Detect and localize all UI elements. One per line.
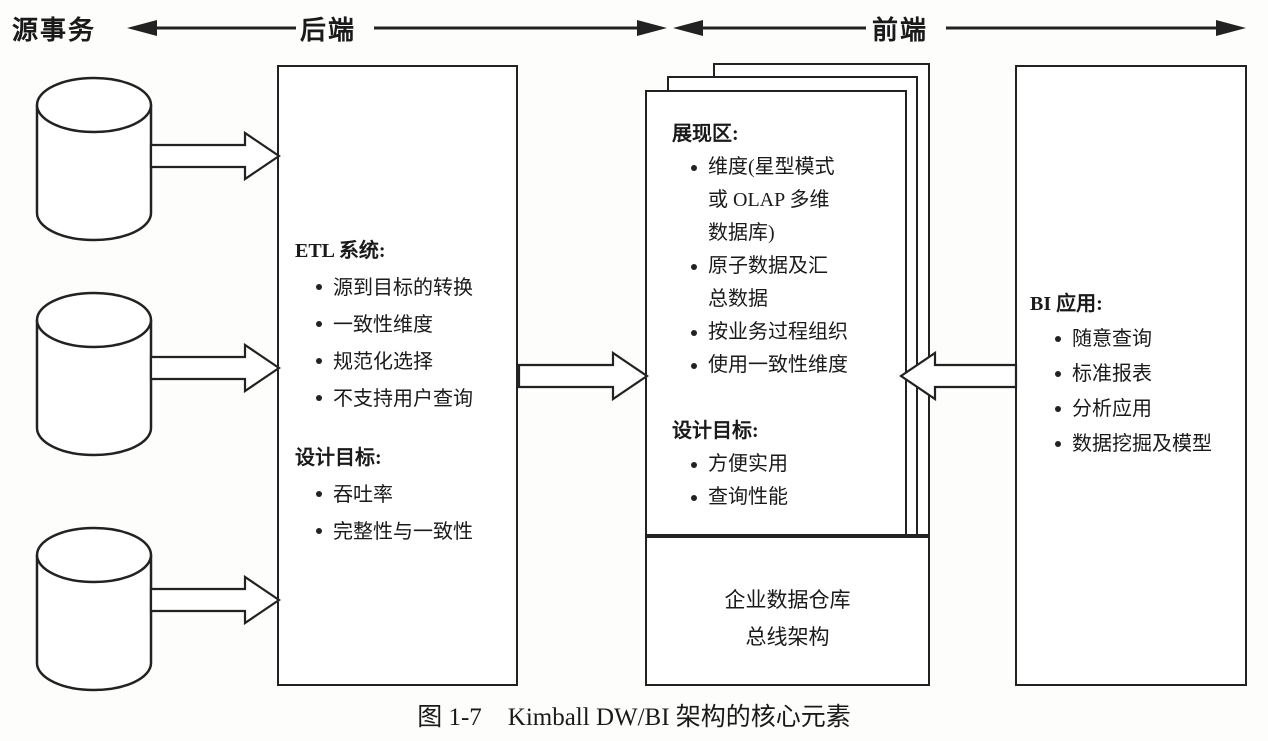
list-item: 按业务过程组织 bbox=[687, 316, 899, 349]
backend-span-arrow bbox=[127, 20, 667, 36]
figure-caption: 图 1-7 Kimball DW/BI 架构的核心元素 bbox=[0, 697, 1268, 733]
frontend-span-arrow bbox=[673, 20, 1246, 36]
list-item: 一致性维度 bbox=[312, 307, 508, 344]
bi-box-title: BI 应用: bbox=[1030, 293, 1103, 315]
list-item: 分析应用 bbox=[1051, 392, 1241, 427]
presentation-box-title: 展现区: bbox=[672, 123, 739, 145]
bi-feature-list: 随意查询 标准报表 分析应用 数据挖掘及模型 bbox=[1051, 322, 1241, 462]
list-item: 方便实用 bbox=[687, 448, 899, 481]
figure-title: Kimball DW/BI 架构的核心元素 bbox=[507, 704, 851, 731]
database-cylinder-icon bbox=[35, 291, 153, 457]
source-to-etl-arrow bbox=[149, 342, 281, 394]
list-item: 完整性与一致性 bbox=[312, 514, 508, 551]
list-item: 规范化选择 bbox=[312, 344, 508, 381]
etl-feature-list: 源到目标的转换 一致性维度 规范化选择 不支持用户查询 bbox=[312, 270, 508, 418]
etl-system-box: ETL 系统: 源到目标的转换 一致性维度 规范化选择 不支持用户查询 设计目标… bbox=[277, 65, 518, 686]
source-to-etl-arrow bbox=[149, 574, 281, 626]
database-cylinder-icon bbox=[35, 526, 153, 692]
source-to-etl-arrow bbox=[149, 130, 281, 182]
bi-to-presentation-arrow bbox=[899, 350, 1018, 402]
backend-label: 后端 bbox=[300, 15, 357, 45]
presentation-goals-list: 方便实用 查询性能 bbox=[687, 448, 899, 514]
etl-goals-list: 吞吐率 完整性与一致性 bbox=[312, 477, 508, 551]
list-item: 原子数据及汇 总数据 bbox=[687, 250, 899, 316]
database-cylinder-icon bbox=[35, 76, 153, 242]
list-item: 查询性能 bbox=[687, 481, 899, 514]
bus-box-line1: 企业数据仓库 bbox=[724, 589, 851, 612]
etl-box-title: ETL 系统: bbox=[295, 240, 386, 262]
list-item: 随意查询 bbox=[1051, 322, 1241, 357]
presentation-area-box: 展现区: 维度(星型模式 或 OLAP 多维 数据库) 原子数据及汇 总数据 按… bbox=[645, 90, 907, 536]
presentation-goals-title: 设计目标: bbox=[672, 420, 759, 442]
list-item: 源到目标的转换 bbox=[312, 270, 508, 307]
list-item: 数据挖掘及模型 bbox=[1051, 427, 1241, 462]
presentation-feature-list: 维度(星型模式 或 OLAP 多维 数据库) 原子数据及汇 总数据 按业务过程组… bbox=[687, 151, 899, 382]
etl-to-presentation-arrow bbox=[517, 350, 649, 402]
bus-box-line2: 总线架构 bbox=[745, 626, 830, 649]
list-item: 吞吐率 bbox=[312, 477, 508, 514]
bus-architecture-box: 企业数据仓库 总线架构 bbox=[645, 536, 930, 686]
list-item: 维度(星型模式 或 OLAP 多维 数据库) bbox=[687, 151, 899, 250]
frontend-label: 前端 bbox=[872, 15, 929, 45]
list-item: 标准报表 bbox=[1051, 357, 1241, 392]
list-item: 使用一致性维度 bbox=[687, 349, 899, 382]
source-transactions-label: 源事务 bbox=[12, 15, 97, 45]
etl-goals-title: 设计目标: bbox=[295, 447, 382, 469]
bi-applications-box: BI 应用: 随意查询 标准报表 分析应用 数据挖掘及模型 bbox=[1015, 65, 1247, 686]
list-item: 不支持用户查询 bbox=[312, 381, 508, 418]
figure-number: 图 1-7 bbox=[417, 704, 482, 731]
